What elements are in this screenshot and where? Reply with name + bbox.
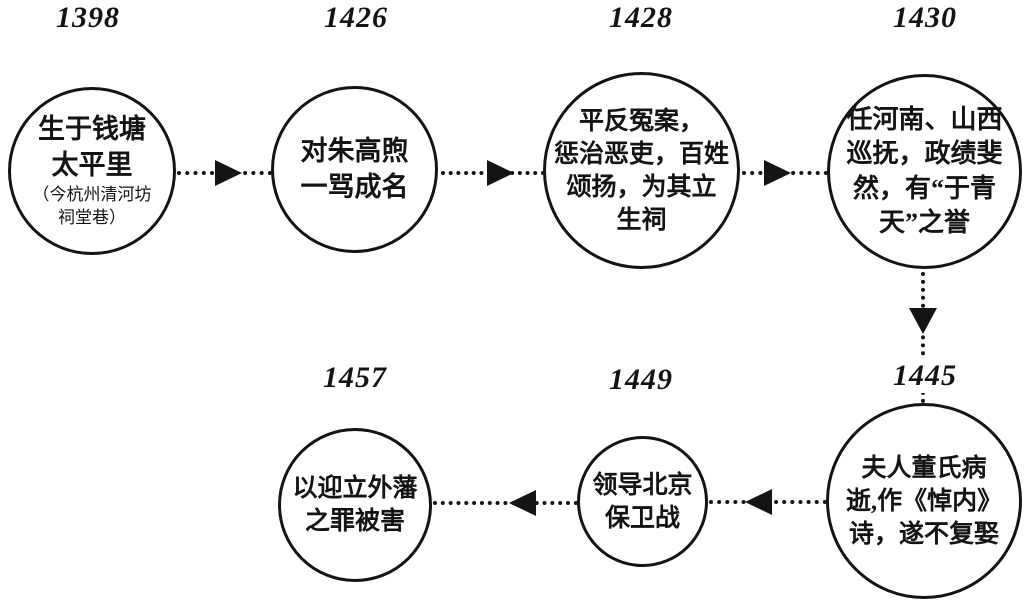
- event-text-line: 任河南、山西: [846, 104, 1003, 134]
- event-text-line: 天”之誉: [878, 207, 970, 237]
- event-text-line: 领导北京: [592, 471, 693, 499]
- event-text-line: 巡抚，政绩斐: [846, 139, 1003, 169]
- year-label-1457: 1457: [323, 361, 387, 394]
- event-node-1428: 平反冤案， 惩治恶吏，百姓 颂扬，为其立 生祠: [543, 72, 740, 269]
- dotted-connector-1430-1445: [921, 272, 925, 403]
- arrow-left-icon: [745, 489, 772, 515]
- event-text-line: 生于钱塘: [38, 114, 146, 145]
- event-text-line: 然，有“于青: [852, 173, 996, 203]
- event-text-line: 对朱高煦: [300, 135, 409, 166]
- year-label-1426: 1426: [324, 1, 388, 34]
- event-note-line: （今杭州清河坊: [32, 184, 152, 204]
- dotted-connector-1449-1457: [433, 501, 578, 505]
- event-text-line: 一骂成名: [300, 171, 409, 202]
- arrow-left-icon: [509, 490, 536, 516]
- event-text-line: 诗，遂不复娶: [848, 520, 999, 548]
- year-label-1449: 1449: [609, 363, 673, 396]
- event-node-1430: 任河南、山西 巡抚，政绩斐 然，有“于青 天”之誉: [827, 74, 1022, 269]
- event-text-line: 以迎立外藩: [292, 475, 418, 502]
- arrow-right-icon: [215, 160, 242, 186]
- event-text-line: 之罪被害: [304, 508, 405, 535]
- event-node-1457: 以迎立外藩 之罪被害: [278, 428, 432, 582]
- arrow-down-icon: [909, 308, 937, 334]
- arrow-right-icon: [487, 160, 514, 186]
- event-text-line: 太平里: [51, 150, 133, 181]
- year-label-1430: 1430: [893, 1, 957, 34]
- event-node-1449: 领导北京 保卫战: [577, 436, 708, 567]
- event-text-line: 逝,作《悼内》: [845, 487, 1003, 515]
- event-text-line: 惩治恶吏，百姓: [553, 140, 729, 168]
- event-text-line: 夫人董氏病: [861, 454, 987, 482]
- event-text-line: 保卫战: [604, 504, 680, 532]
- event-node-1445: 夫人董氏病 逝,作《悼内》 诗，遂不复娶: [826, 403, 1022, 599]
- event-text-line: 生祠: [616, 206, 667, 234]
- event-node-1398: 生于钱塘 太平里 （今杭州清河坊 祠堂巷）: [8, 87, 176, 255]
- event-text-line: 平反冤案，: [578, 107, 704, 135]
- arrow-right-icon: [764, 160, 791, 186]
- year-label-1398: 1398: [56, 1, 120, 34]
- event-node-1426: 对朱高煦 一骂成名: [271, 86, 438, 253]
- year-label-1428: 1428: [609, 1, 673, 34]
- event-note-line: 祠堂巷）: [58, 207, 126, 227]
- year-label-1445: 1445: [887, 359, 963, 393]
- event-text-line: 颂扬，为其立: [566, 173, 717, 201]
